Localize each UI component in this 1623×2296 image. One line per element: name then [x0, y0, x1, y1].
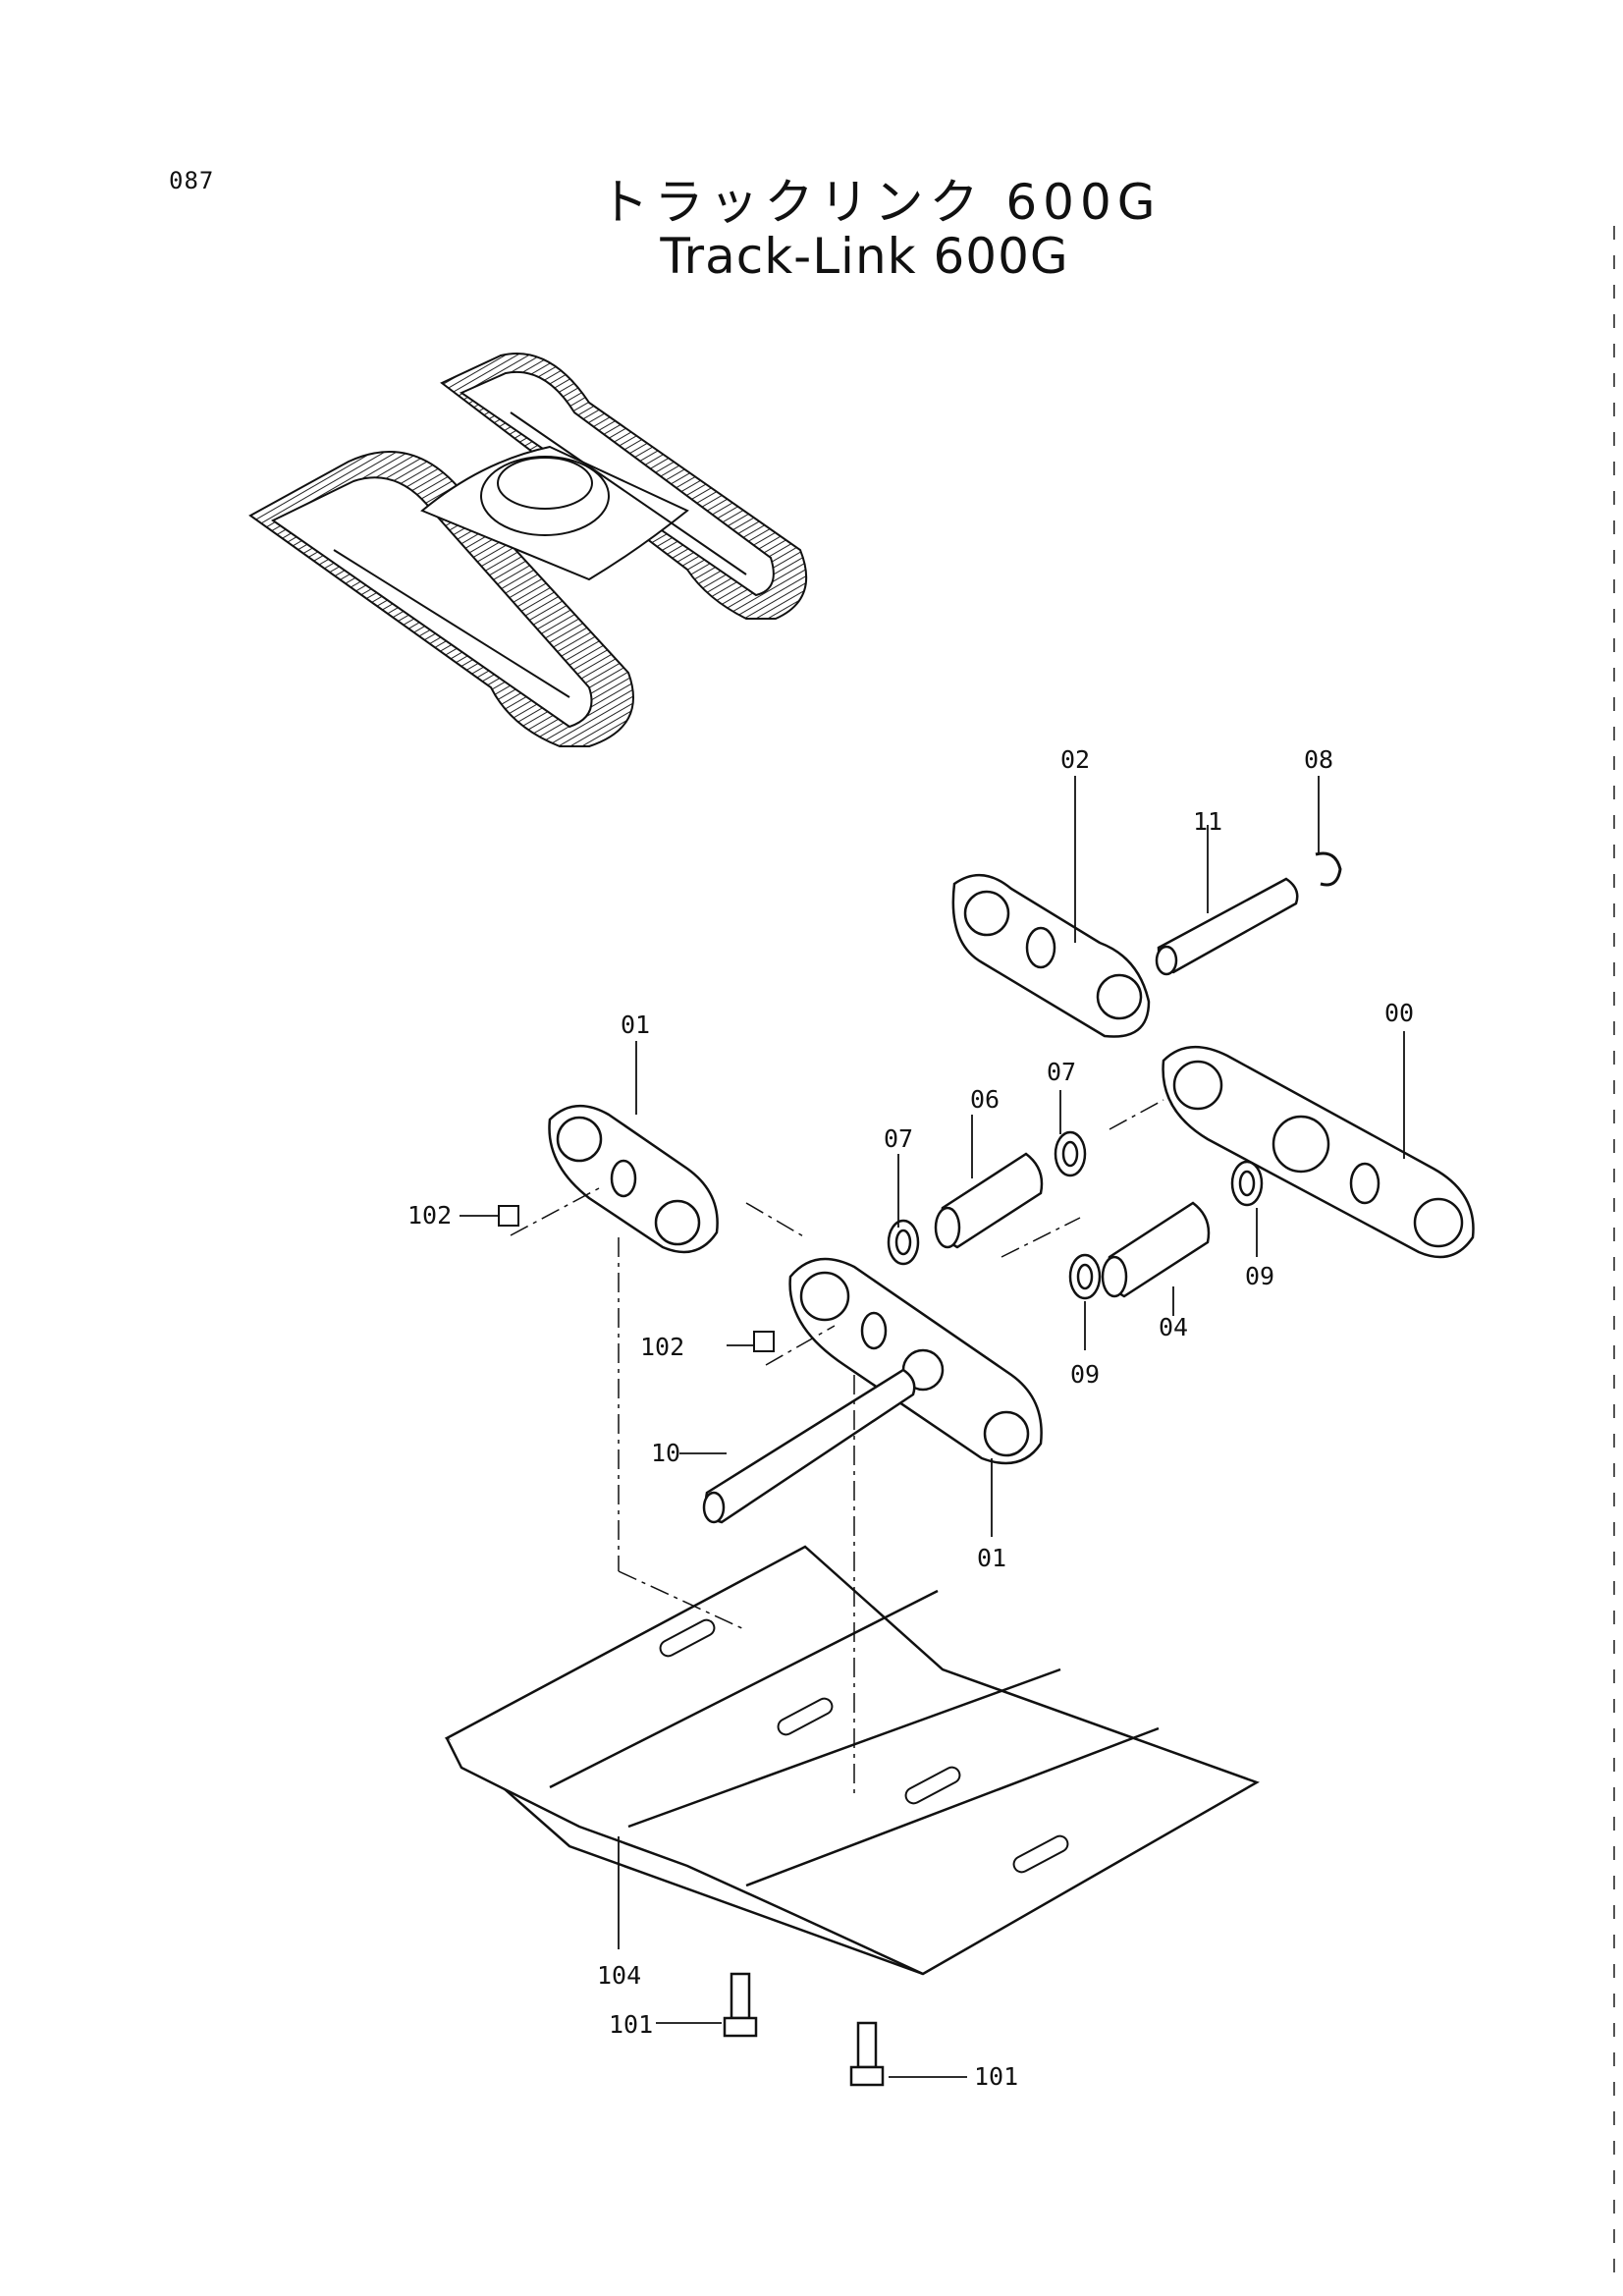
callout-10: 10 [651, 1439, 680, 1467]
part-link-02 [951, 873, 1151, 1038]
undercarriage-overview-illustration [248, 353, 808, 747]
part-circlip-08 [1315, 851, 1342, 887]
part-pin-10 [702, 1368, 916, 1524]
callout-101-right: 101 [974, 2062, 1018, 2091]
callout-01-lower: 01 [977, 1544, 1006, 1572]
callout-102-left: 102 [407, 1201, 452, 1230]
callout-06: 06 [970, 1085, 1000, 1114]
callout-09-right: 09 [1245, 1262, 1274, 1290]
part-bushing-04 [1101, 1201, 1211, 1298]
page-number: 087 [169, 167, 215, 194]
part-bolt-101 [723, 1972, 885, 2087]
part-link-01-lower [788, 1257, 1043, 1465]
callout-04: 04 [1159, 1313, 1188, 1341]
scan-edge-shadow [1613, 226, 1615, 2278]
callout-101-left: 101 [609, 2010, 653, 2039]
callout-01-upper: 01 [621, 1011, 650, 1039]
part-pin-11 [1155, 877, 1299, 976]
assembly-center-lines [510, 1099, 1164, 1797]
part-track-shoes-104 [444, 1545, 1260, 1976]
callout-00: 00 [1384, 999, 1414, 1027]
callout-07-left: 07 [884, 1124, 913, 1153]
callout-104: 104 [597, 1961, 641, 1990]
page-title-japanese: トラックリンク 600G [599, 174, 1162, 231]
part-master-link-00 [1162, 1045, 1475, 1259]
callout-09-center: 09 [1070, 1360, 1100, 1389]
callout-102-center: 102 [640, 1333, 684, 1361]
part-seals-07-09 [887, 1130, 1264, 1300]
part-bushing-06 [934, 1152, 1044, 1249]
callout-02: 02 [1060, 745, 1090, 774]
callout-08: 08 [1304, 745, 1333, 774]
part-callouts: 00 01 01 02 04 06 07 07 08 09 09 10 11 1… [407, 745, 1414, 2091]
part-link-01-upper [548, 1104, 719, 1254]
callout-11: 11 [1193, 807, 1222, 836]
page-title-english: Track-Link 600G [660, 228, 1069, 285]
leader-lines [460, 776, 1405, 2078]
callout-07-right: 07 [1047, 1058, 1076, 1086]
